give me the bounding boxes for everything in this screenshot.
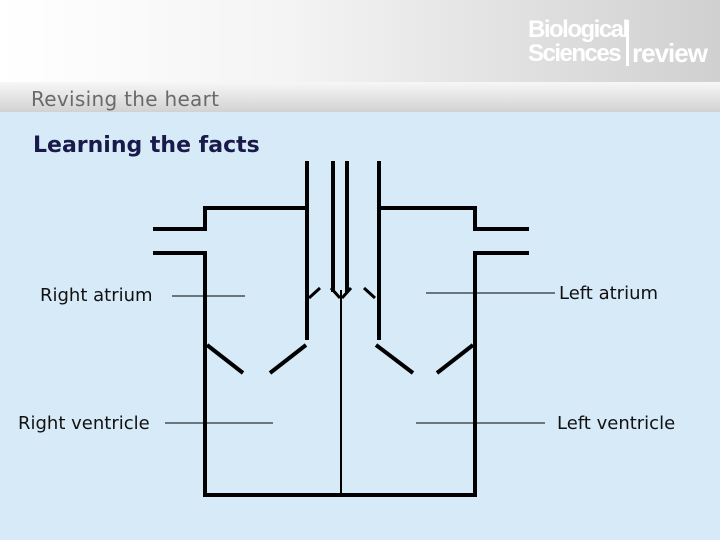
logo-text-review: review <box>632 38 708 68</box>
mitral-valve-right-flap <box>435 343 475 375</box>
right-semilunar-valve-left <box>307 286 322 300</box>
left-semilunar-valve-right <box>362 286 377 300</box>
right-semilunar-valve-right <box>329 286 342 300</box>
tricuspid-valve-left-flap <box>205 343 245 375</box>
logo-text-line2: Sciences <box>528 40 622 67</box>
heart-outline-left <box>153 161 309 231</box>
label-left-ventricle: Left ventricle <box>557 413 676 434</box>
subheader-bar: Revising the heart <box>0 82 720 112</box>
mitral-valve-left-flap <box>374 343 415 375</box>
biological-sciences-review-logo: Biological Sciences review <box>518 14 708 70</box>
header-bar: Biological Sciences review <box>0 0 720 82</box>
left-semilunar-valve-left <box>340 286 353 300</box>
logo-text-line1: Biological <box>528 16 629 43</box>
heart-outline-right <box>377 161 529 231</box>
slide-title: Learning the facts <box>33 133 260 158</box>
label-right-ventricle: Right ventricle <box>18 413 150 434</box>
section-title: Revising the heart <box>31 87 220 111</box>
tricuspid-valve-right-flap <box>268 343 308 375</box>
label-left-atrium: Left atrium <box>559 283 659 304</box>
logo-divider <box>626 20 629 66</box>
label-right-atrium: Right atrium <box>40 285 153 306</box>
